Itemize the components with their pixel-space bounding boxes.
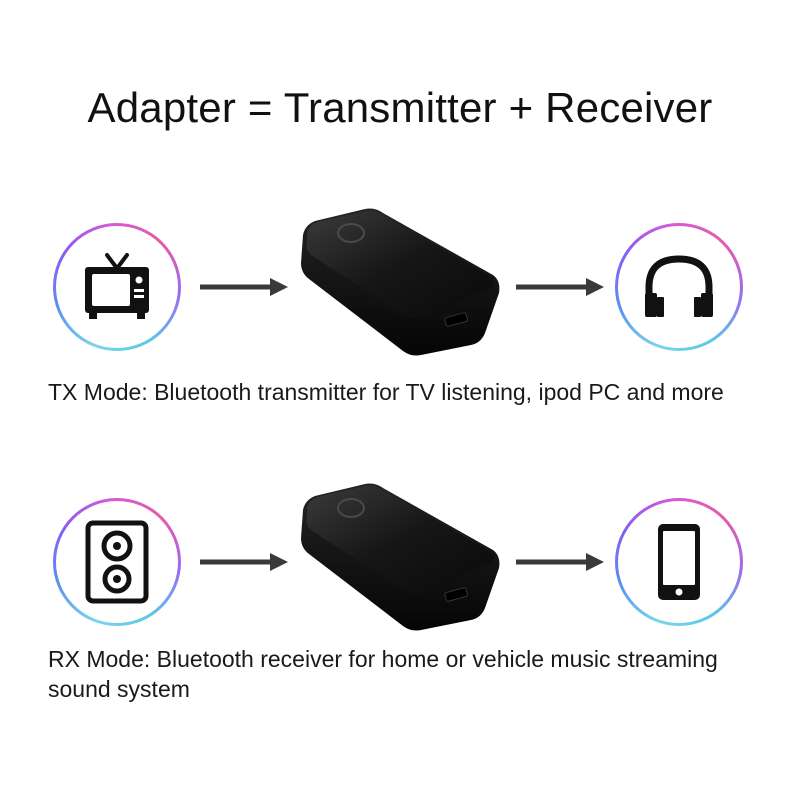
speaker-icon-circle	[53, 498, 181, 626]
tx-mode-caption: TX Mode: Bluetooth transmitter for TV li…	[48, 379, 724, 405]
tv-icon	[85, 253, 149, 319]
page-title: Adapter = Transmitter + Receiver	[87, 84, 713, 131]
smartphone-icon-circle	[615, 498, 743, 626]
rx-mode-diagram	[0, 480, 800, 640]
smartphone-icon	[658, 524, 700, 600]
headphones-icon-circle	[615, 223, 743, 351]
tv-icon-circle	[53, 223, 181, 351]
arrow-right-icon	[200, 553, 288, 571]
rx-mode-caption: RX Mode: Bluetooth receiver for home or …	[48, 646, 718, 702]
bluetooth-adapter-icon	[301, 208, 500, 356]
arrow-right-icon	[516, 553, 604, 571]
speaker-icon	[85, 520, 149, 604]
headphones-icon	[645, 255, 713, 317]
arrow-right-icon	[516, 278, 604, 296]
tx-mode-diagram	[0, 205, 800, 365]
arrow-right-icon	[200, 278, 288, 296]
bluetooth-adapter-icon	[301, 483, 500, 631]
